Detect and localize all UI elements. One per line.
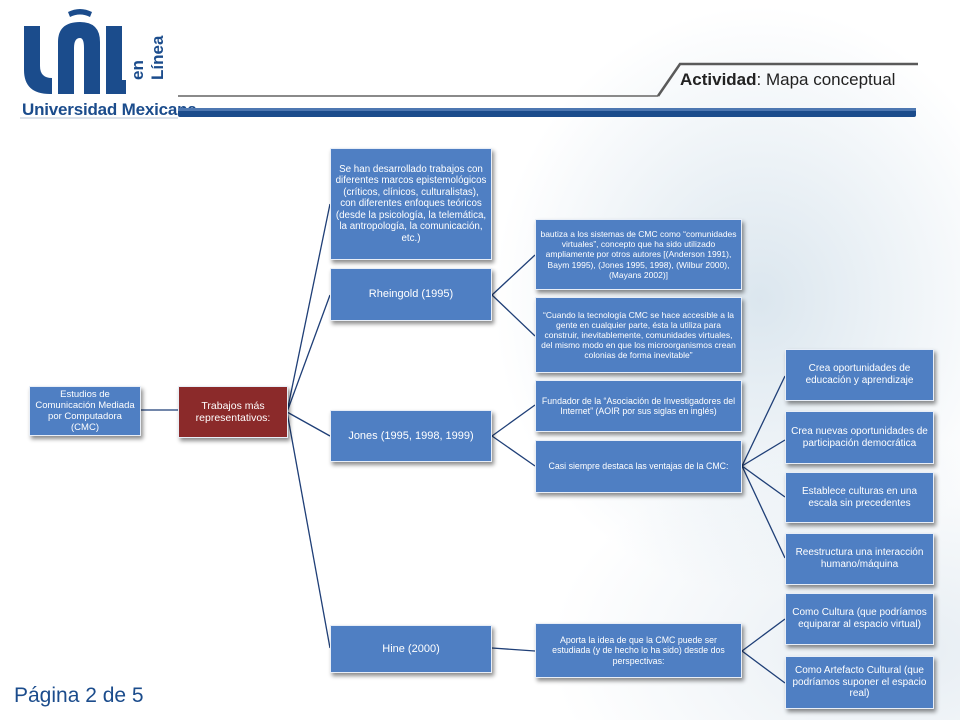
- activity-title: Actividad: Mapa conceptual: [680, 70, 895, 90]
- node-main: Trabajos más representativos:: [178, 386, 288, 438]
- node-rheingold-b: “Cuando la tecnología CMC se hace accesi…: [535, 297, 742, 373]
- node-hine-1: Como Cultura (que podríamos equiparar al…: [785, 593, 934, 645]
- node-jones: Jones (1995, 1998, 1999): [330, 410, 492, 462]
- node-hine-2: Como Artefacto Cultural (que podríamos s…: [785, 656, 934, 709]
- header-divider: [20, 62, 918, 119]
- university-name: Universidad Mexicana: [22, 100, 197, 119]
- activity-label: Actividad: [680, 70, 757, 89]
- page-indicator: Página 2 de 5: [14, 684, 144, 707]
- node-branch-intro: Se han desarrollado trabajos con diferen…: [330, 148, 492, 260]
- node-hine: Hine (2000): [330, 625, 492, 673]
- node-advantage-1: Crea oportunidades de educación y aprend…: [785, 349, 934, 401]
- node-rheingold-a: bautiza a los sistemas de CMC como “comu…: [535, 219, 742, 290]
- node-advantage-4: Reestructura una interacción humano/máqu…: [785, 533, 934, 585]
- node-jones-b: Casi siempre destaca las ventajas de la …: [535, 440, 742, 493]
- node-advantage-2: Crea nuevas oportunidades de participaci…: [785, 411, 934, 464]
- activity-name: : Mapa conceptual: [756, 70, 896, 89]
- university-logo-icon: [24, 9, 126, 94]
- node-jones-a: Fundador de la “Asociación de Investigad…: [535, 380, 742, 432]
- node-rheingold: Rheingold (1995): [330, 268, 492, 321]
- header: en Línea Universidad Mexicana Actividad:…: [0, 0, 960, 130]
- node-root: Estudios de Comunicación Mediada por Com…: [29, 386, 141, 436]
- node-advantage-3: Establece culturas en una escala sin pre…: [785, 472, 934, 523]
- node-hine-a: Aporta la idea de que la CMC puede ser e…: [535, 623, 742, 678]
